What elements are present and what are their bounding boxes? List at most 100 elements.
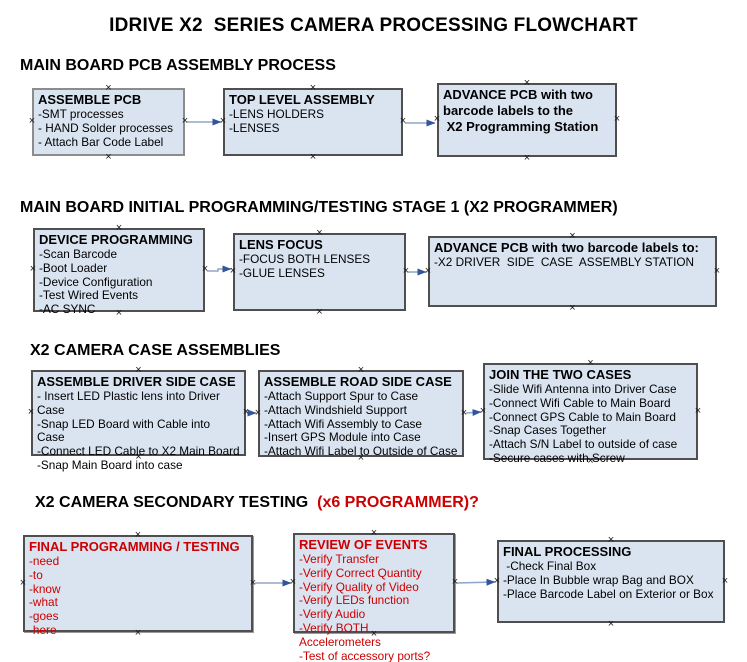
box-line: -Device Configuration xyxy=(39,274,153,289)
box-line: -Verify Quality of Video xyxy=(299,579,419,594)
connection-point-icon[interactable] xyxy=(316,308,324,316)
connection-point-icon[interactable] xyxy=(135,453,143,461)
box-title: ADVANCE PCB with two barcode labels to t… xyxy=(443,87,599,134)
connection-point-icon[interactable] xyxy=(607,536,615,544)
connector-arrow[interactable] xyxy=(207,265,232,273)
connection-point-icon[interactable] xyxy=(28,117,36,125)
box-advance-pcb-driver-side[interactable]: ADVANCE PCB with two barcode labels to: … xyxy=(428,236,717,307)
box-join-the-two-cases[interactable]: JOIN THE TWO CASES -Slide Wifi Antenna i… xyxy=(483,363,698,465)
connection-point-icon[interactable] xyxy=(249,579,257,587)
box-top-level-assembly[interactable]: TOP LEVEL ASSEMBLY -LENS HOLDERS -LENSES xyxy=(223,88,403,156)
connection-point-icon[interactable] xyxy=(254,409,262,417)
connection-point-icon[interactable] xyxy=(357,454,365,462)
connection-point-icon[interactable] xyxy=(523,79,531,87)
connection-point-icon[interactable] xyxy=(694,407,702,415)
box-line: -Test Wired Events xyxy=(39,288,138,303)
connection-point-icon[interactable] xyxy=(713,267,721,275)
box-review-of-events[interactable]: REVIEW OF EVENTS -Verify Transfer -Verif… xyxy=(293,533,455,662)
box-assemble-road-side-case[interactable]: ASSEMBLE ROAD SIDE CASE -Attach Support … xyxy=(258,370,464,459)
connection-point-icon[interactable] xyxy=(399,117,407,125)
box-line: -Verify Correct Quantity xyxy=(299,565,422,580)
box-line: -know xyxy=(29,581,61,596)
connection-point-icon[interactable] xyxy=(201,265,209,273)
connection-point-icon[interactable] xyxy=(309,84,317,92)
connector-arrow[interactable] xyxy=(456,578,496,586)
box-device-programming[interactable]: DEVICE PROGRAMMING -Scan Barcode -Boot L… xyxy=(33,228,205,316)
connection-point-icon[interactable] xyxy=(370,630,378,638)
connection-point-icon[interactable] xyxy=(115,224,123,232)
connection-point-icon[interactable] xyxy=(289,578,297,586)
box-line: -Snap LED Board with Cable into Case xyxy=(37,416,214,445)
connection-point-icon[interactable] xyxy=(105,84,113,92)
box-assemble-pcb[interactable]: ASSEMBLE PCB -SMT processes - HAND Solde… xyxy=(32,88,185,156)
connection-point-icon[interactable] xyxy=(309,153,317,161)
box-title: JOIN THE TWO CASES xyxy=(489,367,632,382)
box-line: - HAND Solder processes xyxy=(38,120,174,135)
connection-point-icon[interactable] xyxy=(219,117,227,125)
section-header-pcb-assembly: MAIN BOARD PCB ASSEMBLY PROCESS xyxy=(20,57,336,75)
connection-point-icon[interactable] xyxy=(424,267,432,275)
box-lens-focus[interactable]: LENS FOCUS -FOCUS BOTH LENSES -GLUE LENS… xyxy=(233,233,406,311)
connection-point-icon[interactable] xyxy=(587,457,595,465)
box-final-programming-testing[interactable]: FINAL PROGRAMMING / TESTING -need -to -k… xyxy=(23,535,253,637)
connection-point-icon[interactable] xyxy=(242,408,250,416)
box-line: -need xyxy=(29,554,60,568)
box-title: REVIEW OF EVENTS xyxy=(299,537,428,552)
box-line: -Verify Transfer xyxy=(299,552,379,566)
connection-point-icon[interactable] xyxy=(460,409,468,417)
connection-point-icon[interactable] xyxy=(134,531,142,539)
box-line: -Place Barcode Label on Exterior or Box xyxy=(503,586,714,601)
connection-point-icon[interactable] xyxy=(493,577,501,585)
box-line: -Secure cases with Screw xyxy=(489,450,625,465)
connection-point-icon[interactable] xyxy=(135,366,143,374)
box-line: -Connect Wifi Cable to Main Board xyxy=(489,395,671,410)
connection-point-icon[interactable] xyxy=(115,309,123,317)
connection-point-icon[interactable] xyxy=(181,117,189,125)
box-line: -here xyxy=(29,622,57,637)
connection-point-icon[interactable] xyxy=(587,359,595,367)
box-line: -Attach Wifi Assembly to Case xyxy=(264,416,422,431)
connection-point-icon[interactable] xyxy=(105,153,113,161)
connection-point-icon[interactable] xyxy=(134,629,142,637)
connection-point-icon[interactable] xyxy=(569,304,577,312)
box-line: -Place In Bubble wrap Bag and BOX xyxy=(503,572,694,587)
box-line: -Verify LEDs function xyxy=(299,593,410,608)
connection-point-icon[interactable] xyxy=(370,529,378,537)
connection-point-icon[interactable] xyxy=(402,267,410,275)
box-line: -Check Final Box xyxy=(503,559,597,573)
section-header-red-text: (x6 PROGRAMMER)? xyxy=(317,494,479,511)
box-final-processing[interactable]: FINAL PROCESSING -Check Final Box -Place… xyxy=(497,540,725,623)
box-title: ASSEMBLE ROAD SIDE CASE xyxy=(264,374,452,389)
connection-point-icon[interactable] xyxy=(479,407,487,415)
box-line: -Connect LED Cable to X2 Main Board xyxy=(37,444,240,459)
connection-point-icon[interactable] xyxy=(721,577,729,585)
connection-point-icon[interactable] xyxy=(316,229,324,237)
connection-point-icon[interactable] xyxy=(613,115,621,123)
box-line: -Attach Support Spur to Case xyxy=(264,389,419,403)
connection-point-icon[interactable] xyxy=(451,578,459,586)
connection-point-icon[interactable] xyxy=(229,267,237,275)
box-title: ADVANCE PCB with two barcode labels to: xyxy=(434,240,699,255)
connection-point-icon[interactable] xyxy=(607,620,615,628)
connection-point-icon[interactable] xyxy=(523,154,531,162)
box-line: -Connect GPS Cable to Main Board xyxy=(489,409,676,424)
box-line: -Test of accessory ports? xyxy=(299,648,431,662)
section-header-initial-programming: MAIN BOARD INITIAL PROGRAMMING/TESTING S… xyxy=(20,199,618,217)
connection-point-icon[interactable] xyxy=(357,366,365,374)
box-line: -Attach Wifi Label to Outside of Case xyxy=(264,444,458,459)
section-header-secondary-testing: X2 CAMERA SECONDARY TESTING (x6 PROGRAMM… xyxy=(35,494,479,512)
flowchart-title: IDRIVE X2 SERIES CAMERA PROCESSING FLOWC… xyxy=(109,15,638,36)
connection-point-icon[interactable] xyxy=(27,408,35,416)
box-advance-pcb-programming-station[interactable]: ADVANCE PCB with two barcode labels to t… xyxy=(437,83,617,157)
connection-point-icon[interactable] xyxy=(569,232,577,240)
section-header-text: X2 CAMERA SECONDARY TESTING xyxy=(35,494,318,511)
connection-point-icon[interactable] xyxy=(433,115,441,123)
connection-point-icon[interactable] xyxy=(19,579,27,587)
box-assemble-driver-side-case[interactable]: ASSEMBLE DRIVER SIDE CASE - Insert LED P… xyxy=(31,370,246,472)
box-line: -SMT processes xyxy=(38,107,124,121)
connection-point-icon[interactable] xyxy=(29,265,37,273)
box-title: ASSEMBLE PCB xyxy=(38,92,142,107)
box-title: FINAL PROCESSING xyxy=(503,544,632,559)
